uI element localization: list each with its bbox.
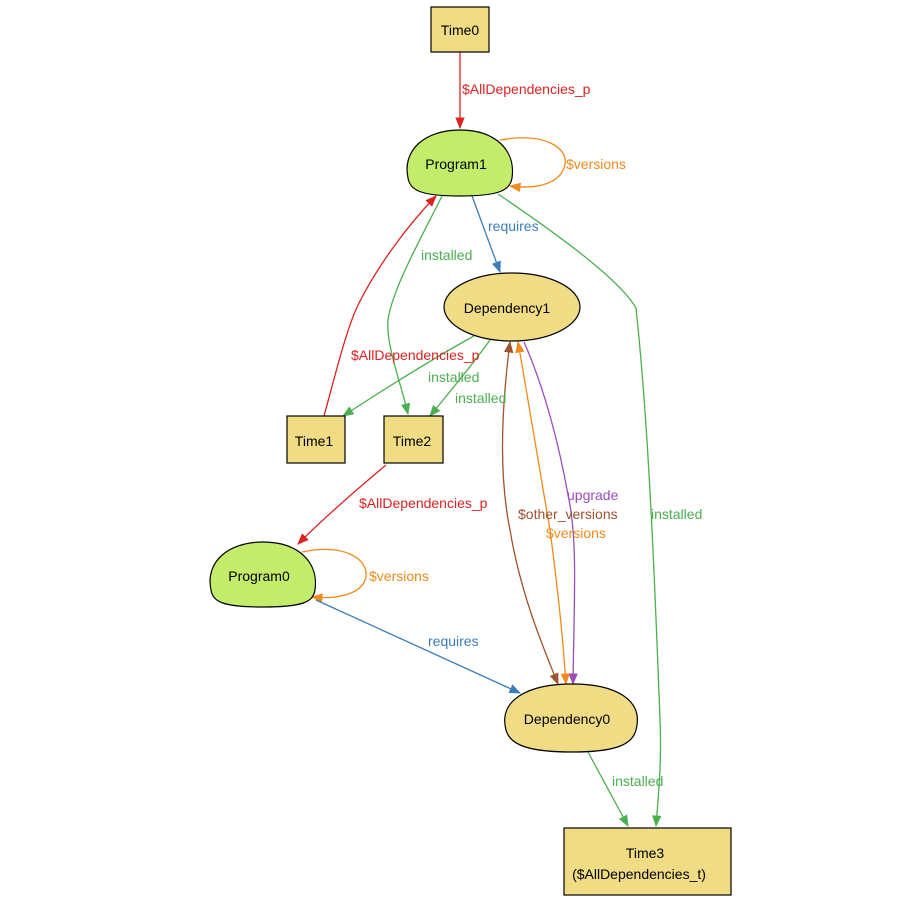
edge-label-time0-program1: $AllDependencies_p [462,81,591,97]
edge-dependency1-time2 [429,339,491,417]
edge-label-time1-program1: $AllDependencies_p [351,347,480,363]
node-dependency0[interactable]: Dependency0 [504,683,638,753]
node-label-time3-subtitle: ($AllDependencies_t) [572,866,706,882]
edge-label-program1-dependency1: requires [488,218,539,234]
node-label-program0: Program0 [228,568,290,584]
edge-time1-program1 [323,195,437,417]
edge-label-program1-time2: installed [421,247,472,263]
node-program0[interactable]: Program0 [209,541,317,608]
edge-dependency1-dependency0-versions [515,340,570,686]
edge-program1-dependency1 [471,195,501,274]
node-label-time2: Time2 [393,433,432,449]
edge-label-program1-self: $versions [566,156,626,172]
node-label-time1: Time1 [295,433,334,449]
edges [297,52,662,828]
edge-label-program0-dependency0: requires [428,633,479,649]
node-time3[interactable]: Time3 ($AllDependencies_t) [563,827,732,896]
edge-label-dependency1-time1: installed [428,369,479,385]
edge-program0-self-loop [301,548,367,603]
edge-label-dependency-versions: $versions [546,525,606,541]
node-label-dependency0: Dependency0 [524,711,611,727]
edge-time2-program0 [297,464,387,545]
edge-label-time2-program0: $AllDependencies_p [359,495,488,511]
node-label-time3: Time3 [626,845,665,861]
edge-label-upgrade: upgrade [567,487,619,503]
edge-dependency0-time3 [587,751,629,828]
node-time2[interactable]: Time2 [383,415,444,464]
node-time1[interactable]: Time1 [286,415,346,464]
node-label-dependency1: Dependency1 [464,300,551,316]
edge-dependency1-time1 [342,335,475,417]
edge-label-program0-self: $versions [369,568,429,584]
node-time0[interactable]: Time0 [430,6,490,53]
nodes: Time0 Program1 Dependency1 Time1 Time2 P… [209,6,732,896]
node-label-program1: Program1 [425,156,487,172]
edge-program1-self-loop [499,137,566,193]
node-dependency1[interactable]: Dependency1 [443,272,581,342]
edge-labels: $AllDependencies_p $versions requires in… [351,81,702,789]
edge-label-dependency1-time2: installed [455,390,506,406]
edge-label-program1-time3: installed [651,506,702,522]
node-label-time0: Time0 [441,22,480,38]
node-program1[interactable]: Program1 [406,129,514,197]
edge-label-other-versions: $other_versions [518,506,618,522]
edge-program1-time3 [497,193,662,828]
edge-label-dependency0-time3: installed [612,773,663,789]
edge-program0-dependency0 [315,599,522,694]
